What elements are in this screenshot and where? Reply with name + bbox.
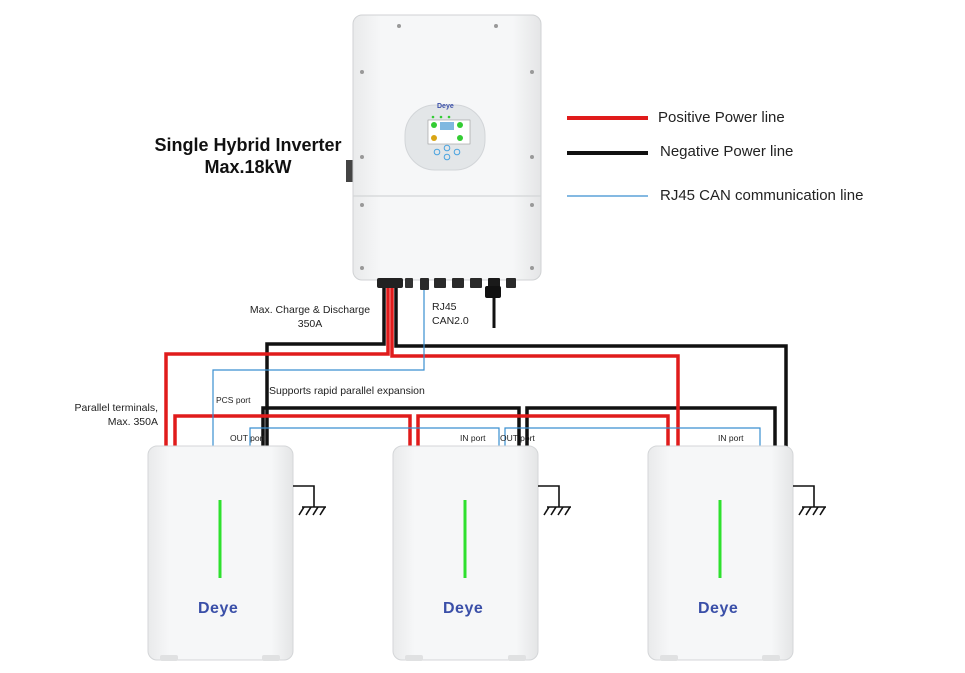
battery-2-in-port-label: IN port	[460, 433, 486, 443]
ground-icon	[793, 485, 826, 516]
battery-2-out-port-label: OUT port	[500, 433, 535, 443]
battery-2	[392, 445, 539, 661]
diagram-title: Single Hybrid Inverter Max.18kW	[146, 134, 350, 178]
title-line-2: Max.18kW	[204, 157, 292, 177]
inverter-logo: Deye	[437, 103, 454, 110]
battery-1-brand-logo: Deye	[198, 600, 239, 617]
battery-1-out-port-label: OUT port	[230, 433, 265, 443]
inverter-side-switch	[346, 160, 356, 182]
inverter-ac-plug	[485, 286, 501, 298]
charge-note-line-1: Max. Charge & Discharge	[249, 304, 371, 316]
rj45-note-line-1: RJ45	[432, 301, 457, 313]
battery-1	[147, 445, 294, 661]
title-line-1: Single Hybrid Inverter	[154, 135, 342, 155]
pcs-port-label: PCS port	[216, 395, 251, 405]
rj45-note: RJ45 CAN2.0	[432, 300, 469, 328]
battery-3	[647, 445, 794, 661]
rj45-note-line-2: CAN2.0	[432, 315, 469, 327]
legend-negative-label: Negative Power line	[660, 143, 794, 160]
can-communication-lines	[212, 290, 761, 448]
hybrid-inverter	[346, 14, 542, 328]
parallel-note-line-1: Parallel terminals,	[74, 402, 158, 414]
positive-power-cables	[164, 288, 680, 448]
legend-can-label: RJ45 CAN communication line	[660, 187, 864, 204]
charge-discharge-note: Max. Charge & Discharge 350A	[244, 303, 376, 331]
ground-icon	[538, 485, 571, 516]
parallel-note-line-2: Max. 350A	[107, 416, 158, 428]
charge-note-line-2: 350A	[297, 318, 323, 330]
inverter-rj45-port	[420, 278, 429, 290]
battery-3-in-port-label: IN port	[718, 433, 744, 443]
ground-icon	[293, 485, 326, 516]
battery-2-brand-logo: Deye	[443, 600, 484, 617]
battery-3-brand-logo: Deye	[698, 600, 739, 617]
parallel-terminals-note: Parallel terminals, Max. 350A	[62, 401, 158, 429]
rapid-expansion-note: Supports rapid parallel expansion	[269, 385, 425, 397]
inverter-battery-terminals	[377, 278, 403, 288]
legend-positive-label: Positive Power line	[658, 109, 785, 126]
